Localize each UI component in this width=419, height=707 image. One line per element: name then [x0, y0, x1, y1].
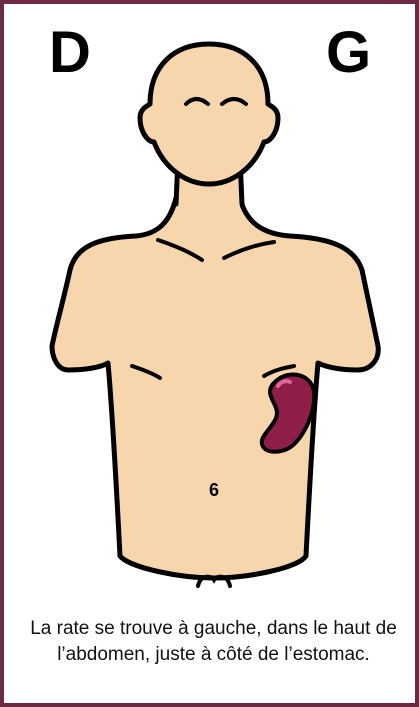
left-side-label: G	[326, 24, 371, 82]
torso-shape	[52, 198, 378, 578]
crotch-outline	[198, 577, 230, 586]
navel: 6	[209, 480, 219, 500]
head	[140, 44, 278, 184]
right-side-label: D	[49, 24, 91, 82]
torso-illustration: 6	[8, 8, 419, 608]
caption-text: La rate se trouve à gauche, dans le haut…	[14, 616, 413, 668]
